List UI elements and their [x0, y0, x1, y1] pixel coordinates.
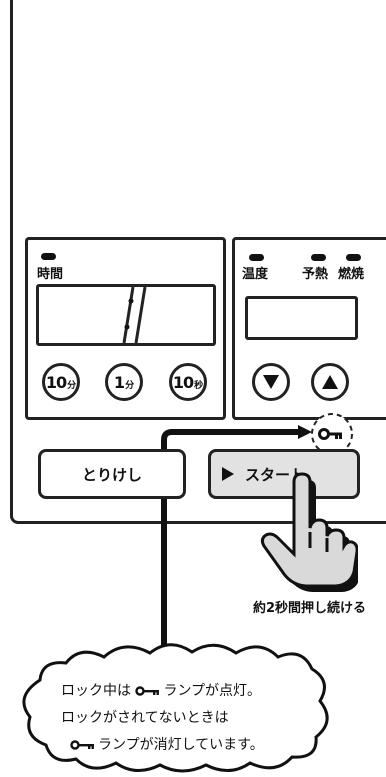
temp-display	[245, 296, 358, 340]
press-hint: 約2秒間押し続ける	[253, 601, 367, 616]
up-button[interactable]	[311, 363, 349, 401]
cancel-button-label: とりけし	[81, 465, 142, 484]
key-icon	[70, 740, 94, 750]
burn-lamp	[346, 254, 361, 261]
temp-lamp	[249, 254, 264, 261]
note-line-1-start: ロック中は	[61, 683, 131, 699]
ten-minutes-number: 10	[45, 372, 67, 392]
start-button-label: スタート	[245, 465, 306, 484]
start-button[interactable]: スタート	[208, 449, 360, 499]
time-lamp-label: 時間	[37, 267, 64, 282]
note-line-3: ランプが消灯しています。	[70, 738, 264, 752]
burn-lamp-label: 燃焼	[338, 267, 365, 282]
down-arrow-icon	[263, 375, 279, 389]
ten-seconds-number: 10	[172, 372, 194, 392]
time-lamp	[41, 253, 56, 260]
ten-minutes-unit: 分	[67, 380, 77, 391]
temperature-panel: 温度 予熱 燃焼	[232, 237, 386, 420]
note-line-3-end: ランプが消灯しています。	[98, 737, 264, 753]
note-bubble	[22, 643, 329, 773]
display-separator	[122, 287, 147, 343]
ten-seconds-unit: 秒	[194, 380, 204, 391]
pointing-hand-icon	[260, 472, 358, 592]
note-line-2: ロックがされてないときは	[61, 710, 229, 726]
cancel-button[interactable]: とりけし	[38, 449, 186, 499]
up-arrow-icon	[322, 375, 338, 389]
preheat-lamp	[311, 254, 326, 261]
down-button[interactable]	[252, 363, 290, 401]
preheat-lamp-label: 予熱	[302, 267, 329, 282]
one-minute-number: 1	[113, 372, 125, 392]
time-display	[36, 284, 216, 346]
note-line-1: ロック中は ランプが点灯。	[61, 684, 261, 698]
key-icon	[318, 428, 342, 440]
play-icon	[222, 467, 234, 481]
one-minute-unit: 分	[125, 380, 135, 391]
note-line-1-end: ランプが点灯。	[163, 683, 262, 699]
key-icon	[135, 686, 160, 696]
temp-lamp-label: 温度	[242, 267, 269, 282]
